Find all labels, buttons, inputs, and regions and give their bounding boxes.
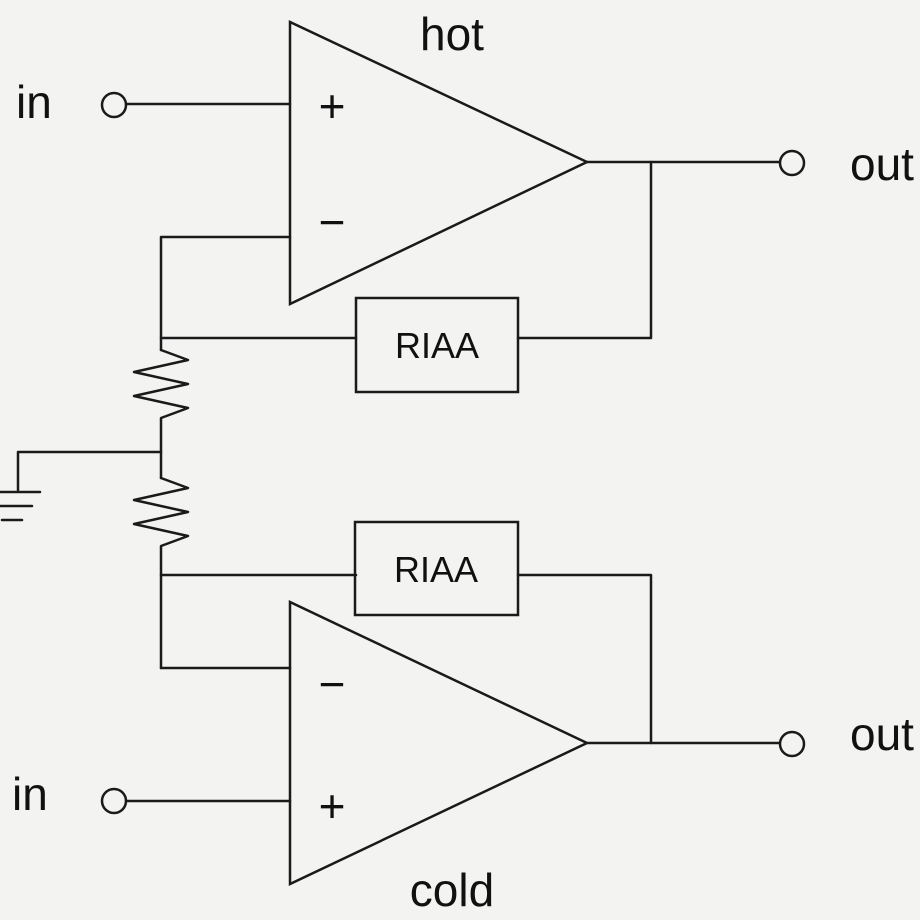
op-amp-hot-label: hot: [420, 8, 484, 60]
op-amp-cold-minus-sign: −: [319, 658, 346, 710]
resistor-divider: [0, 348, 190, 670]
op-amp-hot: + − hot: [288, 8, 590, 306]
op-amp-cold-label: cold: [410, 864, 494, 916]
bottom-input-terminal: [100, 787, 128, 815]
riaa-box-bottom: [353, 520, 520, 617]
resistor-top: [132, 348, 190, 480]
op-amp-hot-plus-sign: +: [319, 80, 346, 132]
top-input-terminal: [100, 91, 128, 119]
bottom-output-terminal: [778, 730, 806, 758]
riaa-box-top-label: RIAA: [395, 325, 479, 366]
top-output-terminal: [778, 149, 806, 177]
op-amp-cold: − + cold: [288, 600, 590, 916]
op-amp-hot-triangle: [288, 20, 590, 306]
resistor-bottom: [132, 476, 190, 670]
bottom-input-label: in: [12, 768, 48, 820]
top-feedback-right-wire: [516, 160, 653, 340]
top-feedback-network: RIAA: [159, 160, 653, 394]
op-amp-hot-minus-sign: −: [319, 196, 346, 248]
top-inverting-input-wire: [159, 235, 292, 352]
top-input-label: in: [16, 76, 52, 128]
riaa-box-bottom-label: RIAA: [394, 549, 478, 590]
bottom-feedback-right-wire: [516, 573, 653, 745]
top-output-label: out: [850, 138, 914, 190]
op-amp-cold-plus-sign: +: [319, 780, 346, 832]
ground-wire: [16, 450, 163, 492]
op-amp-cold-triangle: [288, 600, 590, 886]
bottom-output-label: out: [850, 708, 914, 760]
bottom-feedback-network: RIAA: [159, 520, 653, 745]
riaa-box-top: [354, 296, 520, 394]
